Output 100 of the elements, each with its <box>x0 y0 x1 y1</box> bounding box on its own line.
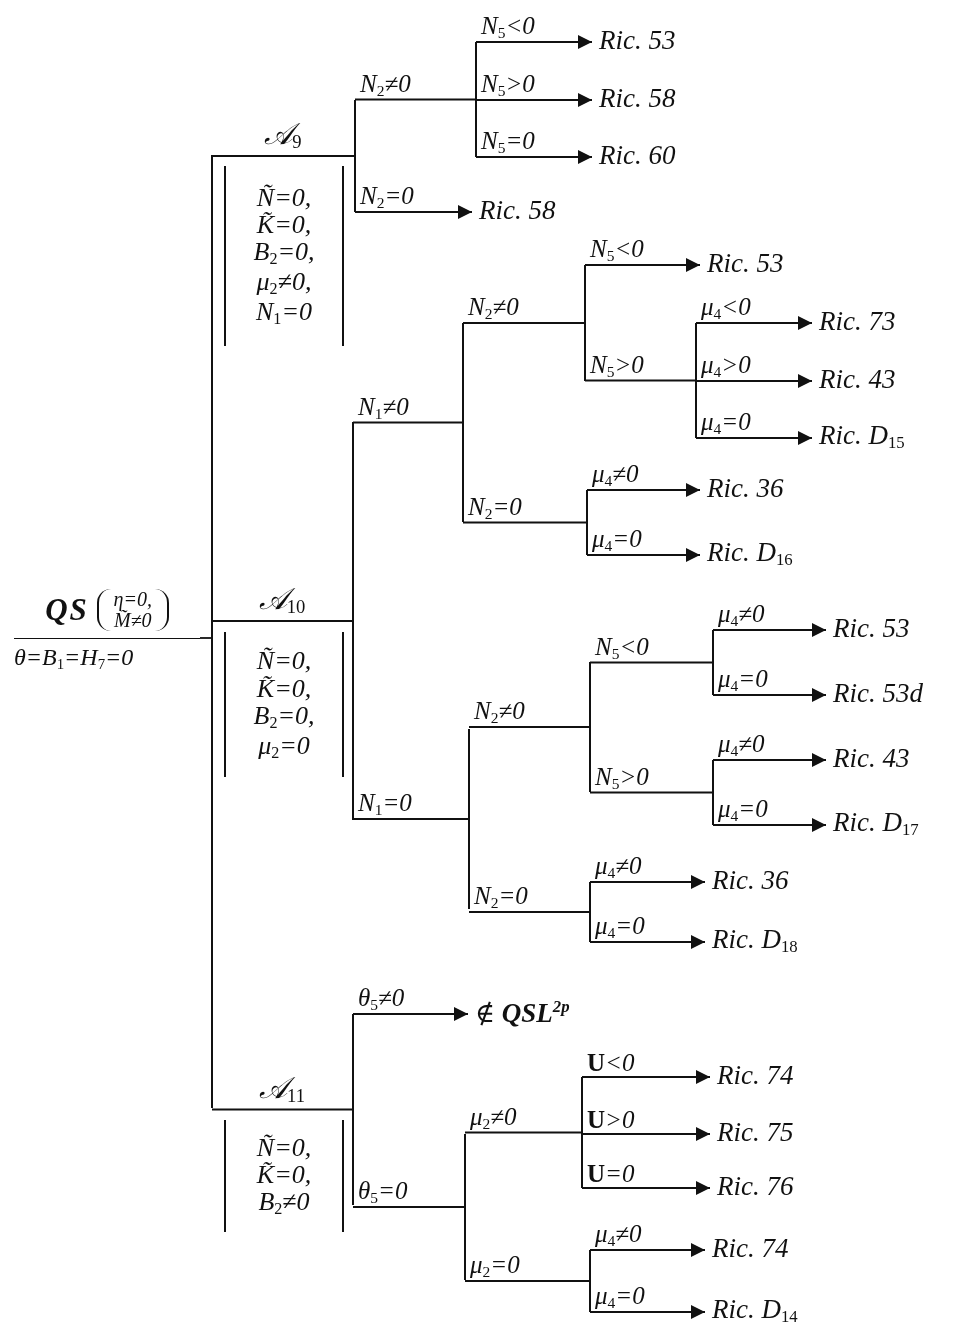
condition-label: N$_{2}$=0 <box>474 882 528 911</box>
result-text: Ric. 75 <box>710 1119 794 1147</box>
result-text: Ric. 73 <box>812 308 896 336</box>
branch-label: 𝒜$_{9}$ <box>264 118 302 153</box>
result-text: Ric. 36 <box>700 475 784 503</box>
connector-line <box>584 379 696 382</box>
condition-label: N$_{5}$<0 <box>595 633 649 662</box>
condition-list: Ñ=0, K̃=0, B$_{2}$=0, μ$_{2}$≠0, N$_{1}$=0 <box>239 183 329 329</box>
connector-line <box>211 620 353 622</box>
result-text: Ric. D$_{18}$ <box>705 925 798 956</box>
result-text: Ric. 74 <box>705 1235 789 1263</box>
condition-label: N$_{2}$≠0 <box>474 697 525 726</box>
split-line <box>352 1014 354 1205</box>
result-text: Ric. D$_{15}$ <box>812 421 905 452</box>
condition-label: μ$_{4}$≠0 <box>592 460 639 489</box>
arrow <box>586 548 701 562</box>
split-line <box>581 1077 583 1188</box>
set-name: QS <box>45 592 89 628</box>
condition-label: μ$_{4}$=0 <box>701 408 751 437</box>
arrow <box>581 1127 711 1141</box>
condition-label: N$_{5}$>0 <box>481 70 535 99</box>
connector-line <box>468 726 590 728</box>
arrow <box>475 150 593 164</box>
condition-label: μ$_{4}$≠0 <box>718 730 765 759</box>
condition-label: N$_{2}$=0 <box>360 182 414 211</box>
branch-label: 𝒜$_{10}$ <box>258 583 306 618</box>
arrow <box>589 1305 706 1319</box>
condition-label: N$_{1}$=0 <box>358 789 412 818</box>
result-text: Ric. 76 <box>710 1173 794 1201</box>
result-text: Ric. 53 <box>592 27 676 55</box>
condition-bracket <box>224 632 344 777</box>
connector-line <box>352 818 469 820</box>
result-text: Ric. D$_{14}$ <box>705 1295 798 1326</box>
connector-line <box>354 98 476 101</box>
condition-bracket <box>224 1120 344 1232</box>
condition-label: μ$_{4}$=0 <box>718 795 768 824</box>
arrow <box>589 1243 706 1257</box>
condition-list: Ñ=0, K̃=0, B$_{2}$≠0 <box>239 1133 329 1219</box>
split-line <box>464 1134 466 1280</box>
arrow <box>475 35 593 49</box>
arrow <box>352 1007 469 1021</box>
condition-label: μ$_{4}$≠0 <box>595 1220 642 1249</box>
result-text: Ric. 43 <box>812 366 896 394</box>
condition-label: U=0 <box>587 1161 635 1187</box>
result-text: Ric. 53d <box>826 680 923 708</box>
arrow <box>584 258 701 272</box>
split-line <box>475 42 477 157</box>
condition-label: μ$_{4}$≠0 <box>595 852 642 881</box>
condition-label: μ$_{2}$≠0 <box>470 1103 517 1132</box>
connector-line <box>589 661 713 664</box>
condition-label: μ$_{4}$>0 <box>701 351 751 380</box>
result-text: ∉ QSL$^{2p}$ <box>468 998 570 1027</box>
condition-label: N$_{5}$<0 <box>590 235 644 264</box>
condition-label: N$_{1}$≠0 <box>358 393 409 422</box>
split-line <box>589 662 591 792</box>
result-text: Ric. 60 <box>592 142 676 170</box>
connector-line <box>589 791 713 794</box>
split-line <box>712 630 714 695</box>
condition-label: U<0 <box>587 1050 635 1076</box>
connector-line <box>468 911 590 913</box>
arrow <box>589 875 706 889</box>
condition-label: μ$_{4}$=0 <box>718 665 768 694</box>
connector-line <box>464 1131 582 1134</box>
condition-label: μ$_{4}$≠0 <box>718 600 765 629</box>
arrow <box>712 688 827 702</box>
condition-label: N$_{5}$>0 <box>595 763 649 792</box>
condition-label: N$_{2}$≠0 <box>468 293 519 322</box>
connector-line <box>464 1280 590 1282</box>
connector-line <box>211 155 355 157</box>
arrow <box>695 374 813 388</box>
result-text: Ric. 53 <box>700 250 784 278</box>
connector-line <box>352 421 463 424</box>
result-text: Ric. D$_{16}$ <box>700 538 793 569</box>
split-line <box>712 760 714 825</box>
condition-label: N$_{5}$=0 <box>481 127 535 156</box>
condition-label: U>0 <box>587 1107 635 1133</box>
condition-bracket <box>224 166 344 346</box>
split-line <box>462 323 464 522</box>
split-line <box>468 729 470 909</box>
condition-label: N$_{2}$≠0 <box>360 70 411 99</box>
arrow <box>581 1181 711 1195</box>
result-text: Ric. 53 <box>826 615 910 643</box>
arrow <box>712 753 827 767</box>
arrow <box>475 93 593 107</box>
split-line <box>586 490 588 555</box>
split-line <box>352 422 354 820</box>
split-line <box>584 265 586 381</box>
condition-list: Ñ=0, K̃=0, B$_{2}$=0, μ$_{2}$=0 <box>239 647 329 762</box>
connector-line <box>211 1108 353 1111</box>
result-text: Ric. 36 <box>705 867 789 895</box>
condition-label: μ$_{2}$=0 <box>470 1251 520 1280</box>
arrow <box>586 483 701 497</box>
connector-line <box>462 521 587 524</box>
condition-label: θ$_{5}$=0 <box>358 1177 408 1206</box>
condition-label: N$_{2}$=0 <box>468 493 522 522</box>
result-text: Ric. D$_{17}$ <box>826 808 919 839</box>
condition-label: μ$_{4}$=0 <box>595 912 645 941</box>
arrow <box>712 818 827 832</box>
connector-line <box>199 637 212 639</box>
arrow <box>695 431 813 445</box>
